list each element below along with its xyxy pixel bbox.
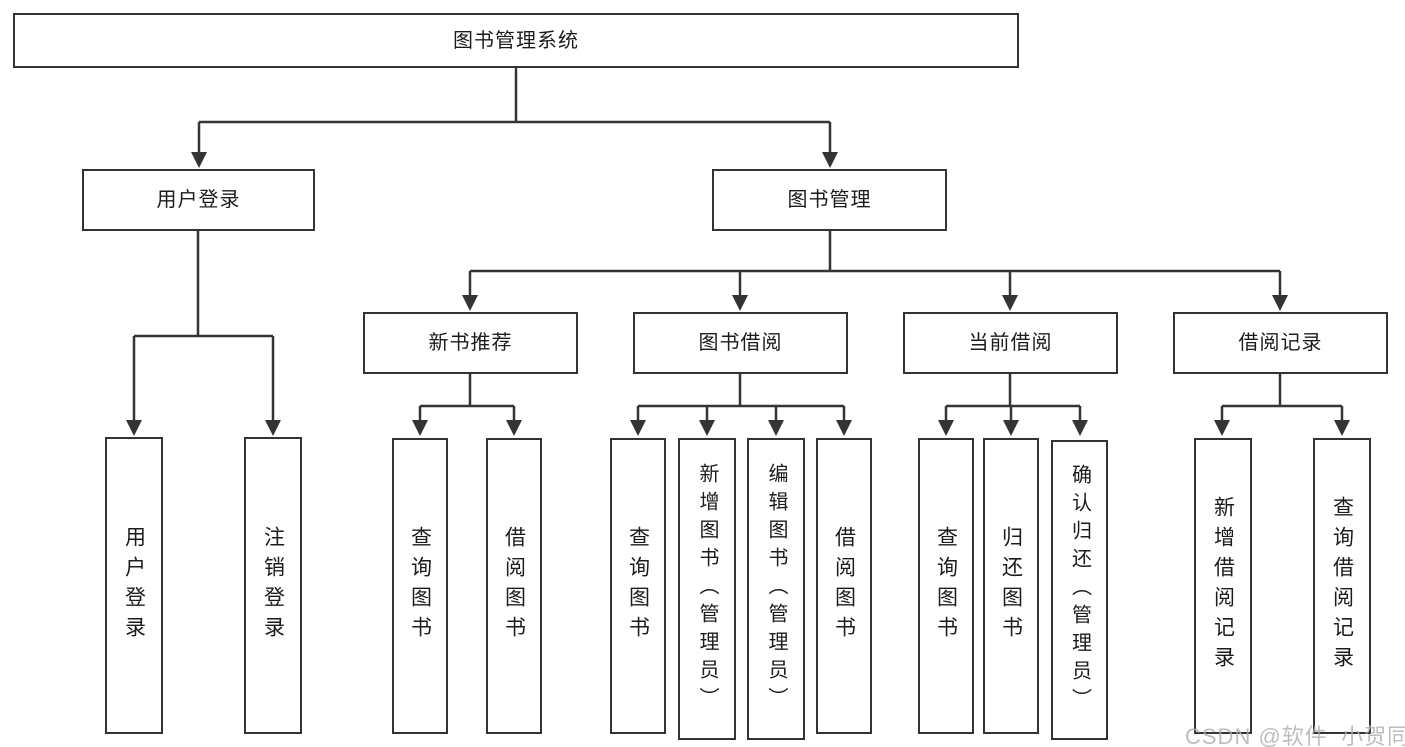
- leaf-borrow-add-book-admin-label: 新增图书（管理员）: [696, 463, 718, 715]
- leaf-recommend-query-book: 查询图书: [392, 438, 448, 734]
- leaf-logout: 注销登录: [244, 437, 302, 734]
- leaf-current-query-book: 查询图书: [918, 438, 974, 734]
- node-book-management-label: 图书管理: [787, 189, 872, 211]
- leaf-user-login-label: 用户登录: [122, 525, 146, 646]
- leaf-current-confirm-return-admin: 确认归还（管理员）: [1051, 440, 1108, 740]
- node-root-label: 图书管理系统: [453, 29, 579, 52]
- leaf-current-return-book-label: 归还图书: [999, 526, 1023, 646]
- leaf-current-query-book-label: 查询图书: [934, 526, 958, 646]
- node-book-management: 图书管理: [712, 169, 947, 231]
- node-user-login: 用户登录: [82, 169, 315, 231]
- node-user-login-label: 用户登录: [156, 189, 241, 211]
- node-current-borrow: 当前借阅: [903, 312, 1118, 374]
- leaf-recommend-borrow-book-label: 借阅图书: [502, 526, 526, 646]
- leaf-user-login: 用户登录: [105, 437, 163, 734]
- node-new-book-recommend-label: 新书推荐: [428, 332, 513, 354]
- leaf-recommend-query-book-label: 查询图书: [408, 526, 432, 646]
- leaf-borrow-borrow-book-label: 借阅图书: [832, 526, 856, 646]
- node-book-borrow-label: 图书借阅: [698, 332, 783, 354]
- leaf-borrow-borrow-book: 借阅图书: [816, 438, 872, 734]
- node-borrow-record: 借阅记录: [1173, 312, 1388, 374]
- node-root: 图书管理系统: [13, 13, 1019, 68]
- leaf-borrow-query-book-label: 查询图书: [626, 526, 650, 646]
- leaf-borrow-edit-book-admin-label: 编辑图书（管理员）: [765, 463, 787, 715]
- node-book-borrow: 图书借阅: [633, 312, 848, 374]
- leaf-current-confirm-return-admin-label: 确认归还（管理员）: [1068, 464, 1091, 716]
- leaf-record-add-record: 新增借阅记录: [1194, 438, 1252, 734]
- node-borrow-record-label: 借阅记录: [1238, 332, 1323, 354]
- leaf-record-query-record: 查询借阅记录: [1313, 438, 1371, 734]
- node-current-borrow-label: 当前借阅: [968, 332, 1053, 354]
- leaf-borrow-query-book: 查询图书: [610, 438, 666, 734]
- leaf-borrow-edit-book-admin: 编辑图书（管理员）: [747, 438, 805, 740]
- leaf-logout-label: 注销登录: [261, 525, 285, 646]
- node-new-book-recommend: 新书推荐: [363, 312, 578, 374]
- leaf-current-return-book: 归还图书: [983, 438, 1039, 734]
- leaf-record-query-record-label: 查询借阅记录: [1330, 496, 1354, 676]
- leaf-borrow-add-book-admin: 新增图书（管理员）: [678, 438, 736, 740]
- leaf-recommend-borrow-book: 借阅图书: [486, 438, 542, 734]
- leaf-record-add-record-label: 新增借阅记录: [1211, 496, 1235, 676]
